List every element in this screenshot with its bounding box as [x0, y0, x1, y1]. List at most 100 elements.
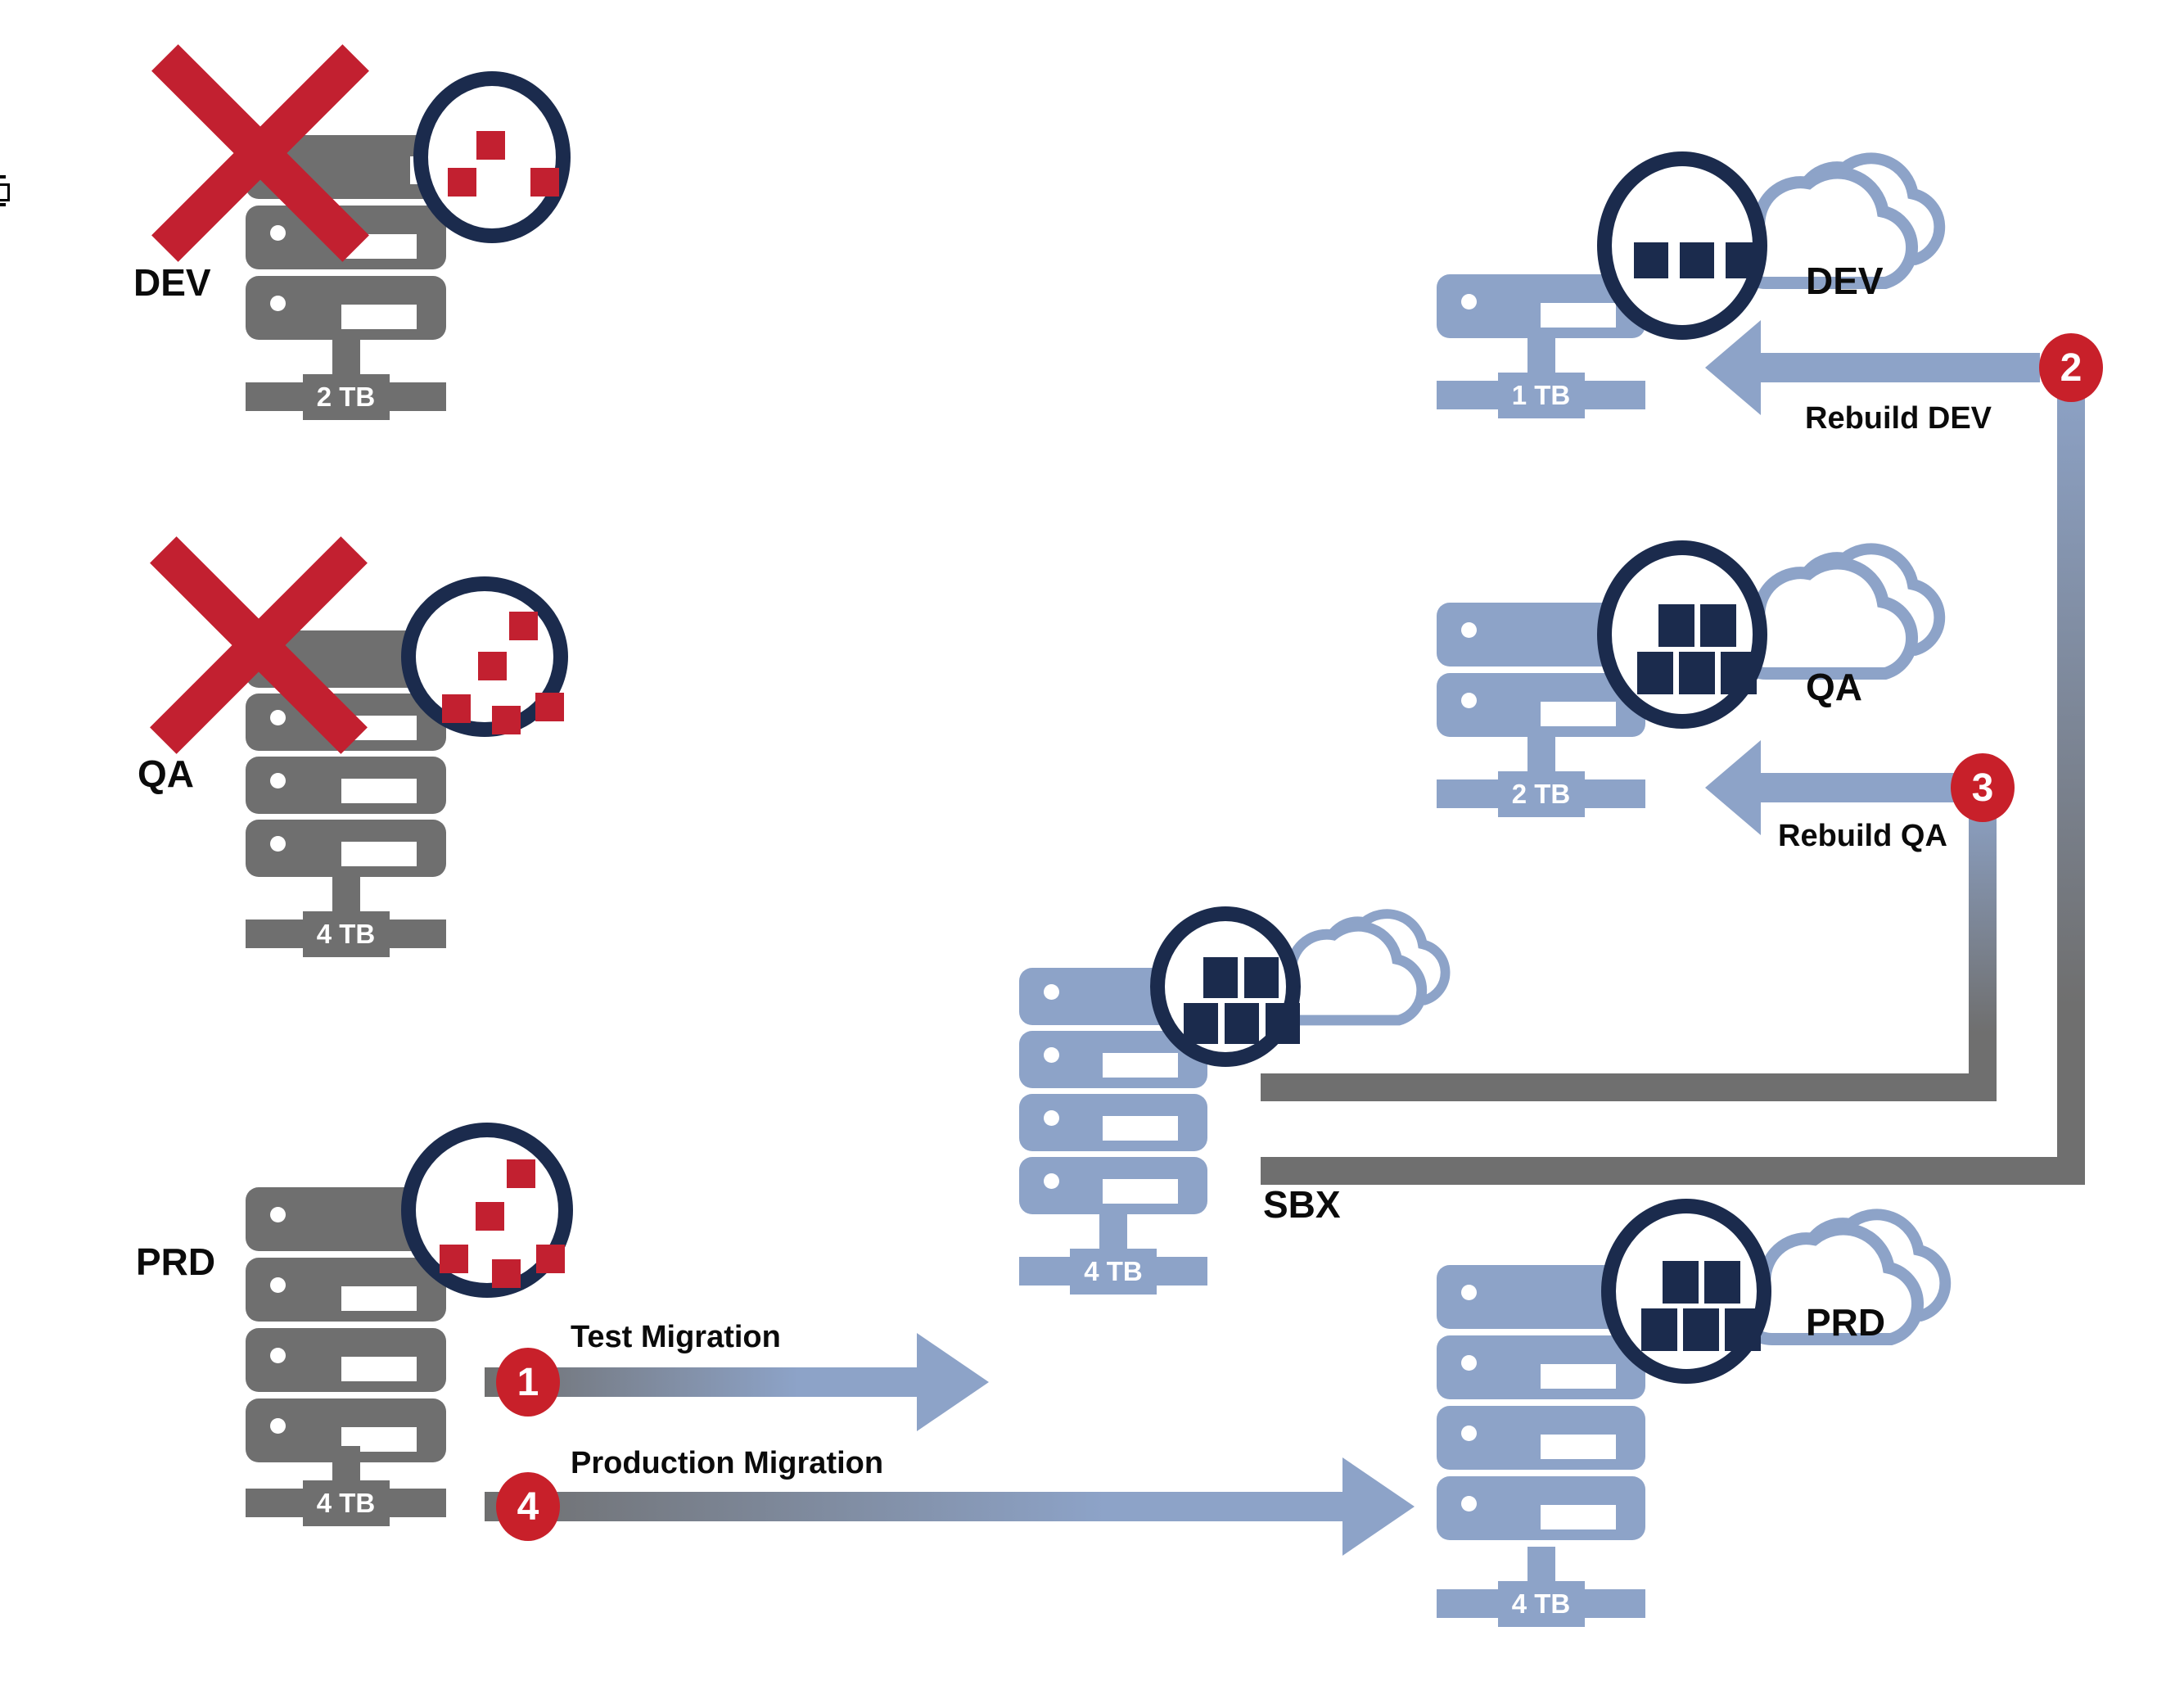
onprem-prd-label: PRD: [136, 1240, 216, 1283]
pedestal-bar: [246, 1489, 446, 1517]
data-block: [492, 1259, 521, 1288]
pedestal-bar: [1019, 1257, 1207, 1286]
edge-artifact: [0, 175, 10, 210]
data-block: [530, 168, 559, 197]
data-block: [1726, 242, 1760, 278]
rebuild-dev-arrowhead: [1705, 320, 1761, 415]
edge-artifact-dash: [0, 175, 6, 178]
server-unit: [1437, 1406, 1645, 1470]
onprem-qa-label: QA: [138, 752, 194, 795]
data-block: [476, 1202, 504, 1231]
cloud-sbx-pedestal: 4 TB: [1019, 1214, 1207, 1296]
capacity-label: 4 TB: [1084, 1256, 1143, 1286]
data-block: [1641, 1308, 1677, 1351]
data-block: [1266, 1003, 1300, 1044]
connector-sbx-to-rebuild-dev: [1261, 1157, 2085, 1185]
test-migration-arrowhead: [917, 1333, 989, 1431]
pedestal-bar: [1437, 779, 1645, 808]
ordered-data-circle-icon: [1601, 1199, 1771, 1384]
onprem-prd-pedestal: 4 TB: [246, 1446, 446, 1528]
rebuild-qa-arrow-bar: [1757, 773, 1955, 802]
production-migration-label: Production Migration: [571, 1446, 884, 1480]
capacity-label: 1 TB: [1511, 380, 1571, 410]
connector-sbx-to-rebuild-qa: [1261, 1073, 1997, 1101]
capacity-label: 2 TB: [1511, 779, 1571, 809]
scattered-data-circle-icon: [401, 1123, 573, 1298]
capacity-label: 4 TB: [316, 919, 376, 949]
data-block: [1725, 1308, 1761, 1351]
production-migration-arrowhead: [1342, 1457, 1415, 1556]
data-block: [1680, 242, 1714, 278]
step-badge-3: 3: [1951, 753, 2015, 822]
scattered-data-circle-icon: [401, 576, 568, 737]
data-block: [1634, 242, 1668, 278]
edge-artifact-dash: [0, 203, 6, 206]
server-unit: [1019, 1094, 1207, 1151]
ordered-data-circle-icon: [1597, 540, 1767, 729]
step-badge-1: 1: [496, 1348, 560, 1417]
ordered-data-circle-icon: [1150, 906, 1301, 1067]
decommissioned-x-icon: [151, 44, 369, 262]
data-block: [478, 652, 507, 680]
cloud-sbx-label: SBX: [1263, 1183, 1341, 1226]
cloud-prd-label: PRD: [1806, 1301, 1886, 1344]
pedestal-bar: [246, 382, 446, 411]
step-number: 1: [517, 1360, 539, 1404]
server-unit: [246, 276, 446, 340]
server-unit: [246, 757, 446, 814]
capacity-label: 2 TB: [316, 382, 376, 412]
data-block: [1704, 1261, 1740, 1304]
data-block: [535, 693, 564, 721]
decommissioned-x-icon: [150, 536, 368, 754]
pedestal-bar: [1437, 381, 1645, 409]
data-block: [1203, 957, 1238, 998]
ordered-data-circle-icon: [1597, 151, 1767, 340]
data-block: [476, 131, 505, 160]
rebuild-qa-label: Rebuild QA: [1778, 819, 1947, 853]
step-number: 2: [2060, 346, 2082, 390]
data-block: [492, 706, 521, 734]
step-badge-4: 4: [496, 1472, 560, 1541]
data-block: [1184, 1003, 1218, 1044]
data-block: [1679, 652, 1715, 694]
onprem-dev-label: DEV: [133, 261, 211, 304]
data-block: [536, 1245, 565, 1273]
data-block: [442, 694, 471, 723]
cloud-qa-label: QA: [1806, 666, 1862, 708]
cloud-dev-pedestal: 1 TB: [1437, 338, 1645, 420]
test-migration-label: Test Migration: [571, 1320, 781, 1354]
data-block: [1663, 1261, 1699, 1304]
data-block: [509, 612, 538, 640]
data-block: [1244, 957, 1279, 998]
data-block: [1683, 1308, 1719, 1351]
connector-up-to-step-2: [2057, 368, 2085, 1185]
capacity-label: 4 TB: [316, 1488, 376, 1518]
onprem-qa-pedestal: 4 TB: [246, 877, 446, 959]
data-block: [507, 1159, 535, 1188]
data-block: [1700, 604, 1736, 647]
step-badge-2: 2: [2039, 333, 2103, 402]
cloud-qa-pedestal: 2 TB: [1437, 737, 1645, 819]
step-number: 3: [1971, 766, 1994, 810]
data-block: [1637, 652, 1673, 694]
capacity-label: 4 TB: [1511, 1588, 1571, 1619]
server-unit: [246, 820, 446, 877]
pedestal-bar: [1437, 1589, 1645, 1618]
server-unit: [1019, 1157, 1207, 1214]
data-block: [1721, 652, 1757, 694]
server-unit: [1437, 1476, 1645, 1540]
scattered-data-circle-icon: [413, 71, 571, 243]
pedestal-bar: [246, 920, 446, 948]
data-block: [448, 168, 476, 197]
edge-artifact-box: [0, 183, 10, 201]
data-block: [440, 1245, 468, 1273]
data-block: [1658, 604, 1694, 647]
rebuild-qa-arrowhead: [1705, 740, 1761, 835]
data-block: [1225, 1003, 1259, 1044]
cloud-dev-label: DEV: [1806, 260, 1884, 302]
server-unit: [1437, 1335, 1645, 1399]
production-migration-arrow-bar: [485, 1492, 1346, 1521]
connector-up-to-step-3: [1969, 788, 1997, 1101]
step-number: 4: [517, 1484, 539, 1529]
